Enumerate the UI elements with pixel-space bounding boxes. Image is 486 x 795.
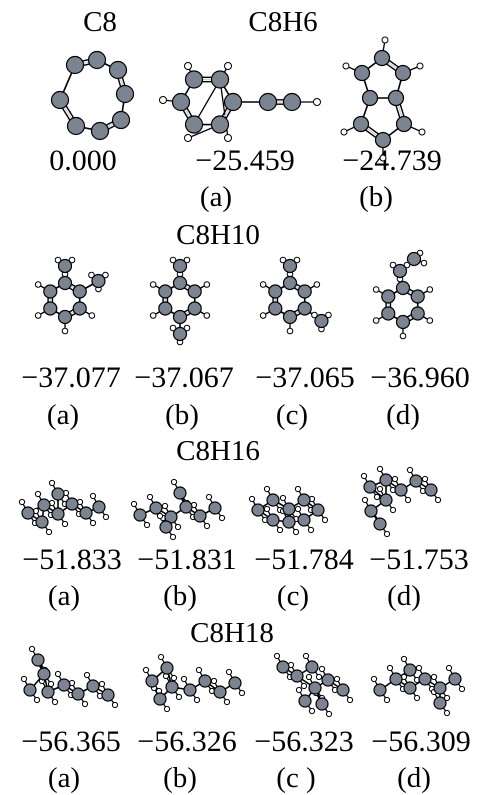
molecule-c8h6-b bbox=[340, 36, 426, 162]
energy-c8h18-d: −56.309 bbox=[371, 725, 471, 758]
label-c8h18-d: (d) bbox=[397, 762, 431, 794]
energy-c8h16-c: −51.784 bbox=[254, 543, 354, 576]
molecule-c8h10-b bbox=[149, 256, 211, 346]
label-c8h18-a: (a) bbox=[47, 762, 81, 794]
label-c8h10-b: (b) bbox=[165, 399, 199, 431]
energy-c8h10-c: −37.065 bbox=[255, 361, 355, 394]
molecule-c8h6-a bbox=[159, 62, 321, 142]
label-c8h6-b: (b) bbox=[359, 181, 393, 213]
energy-c8h10-b: −37.067 bbox=[134, 361, 234, 394]
energy-c8h16-a: −51.833 bbox=[22, 543, 122, 576]
group-title-c8h10: C8H10 bbox=[176, 219, 260, 251]
label-c8h18-b: (b) bbox=[163, 762, 197, 794]
energy-c8h10-a: −37.077 bbox=[21, 361, 121, 394]
molecule-c8h16-a bbox=[18, 479, 110, 536]
label-c8h16-b: (b) bbox=[163, 580, 197, 612]
label-c8h18-c: (c ) bbox=[276, 762, 316, 794]
label-c8h6-a: (a) bbox=[199, 181, 233, 213]
energy-c8: 0.000 bbox=[49, 144, 117, 177]
group-title-c8h18: C8H18 bbox=[190, 617, 274, 649]
label-c8h16-d: (d) bbox=[387, 580, 421, 612]
molecule-c8h16-b bbox=[130, 478, 226, 541]
energy-c8h16-d: −51.753 bbox=[369, 543, 469, 576]
label-c8h10-a: (a) bbox=[46, 399, 80, 431]
label-c8h16-c: (c) bbox=[276, 580, 310, 612]
molecule-c8h18-c bbox=[273, 652, 354, 718]
label-c8h10-c: (c) bbox=[275, 399, 309, 431]
energy-c8h18-a: −56.365 bbox=[21, 725, 121, 758]
molecule-c8h10-c bbox=[259, 256, 332, 335]
molecule-c8h18-d bbox=[370, 655, 466, 717]
molecule-c8 bbox=[50, 50, 135, 141]
molecule-c8h18-a bbox=[20, 645, 119, 709]
label-c8h16-a: (a) bbox=[47, 580, 81, 612]
energy-c8h18-b: −56.326 bbox=[137, 725, 237, 758]
group-title-c8h16: C8H16 bbox=[176, 435, 260, 467]
molecule-c8h10-a bbox=[34, 256, 109, 335]
molecule-c8h16-d bbox=[360, 465, 442, 538]
group-title-c8: C8 bbox=[83, 6, 117, 38]
molecule-c8h18-b bbox=[142, 653, 246, 713]
energy-c8h6-b: −24.739 bbox=[342, 144, 442, 177]
molecule-c8h10-d bbox=[372, 249, 434, 340]
energy-c8h10-d: −36.960 bbox=[370, 361, 470, 394]
energy-c8h16-b: −51.831 bbox=[137, 543, 237, 576]
energy-c8h18-c: −56.323 bbox=[254, 725, 354, 758]
energy-c8h6-a: −25.459 bbox=[195, 144, 295, 177]
group-title-c8h6: C8H6 bbox=[248, 6, 318, 38]
molecule-c8h16-c bbox=[248, 485, 329, 536]
label-c8h10-d: (d) bbox=[386, 399, 420, 431]
